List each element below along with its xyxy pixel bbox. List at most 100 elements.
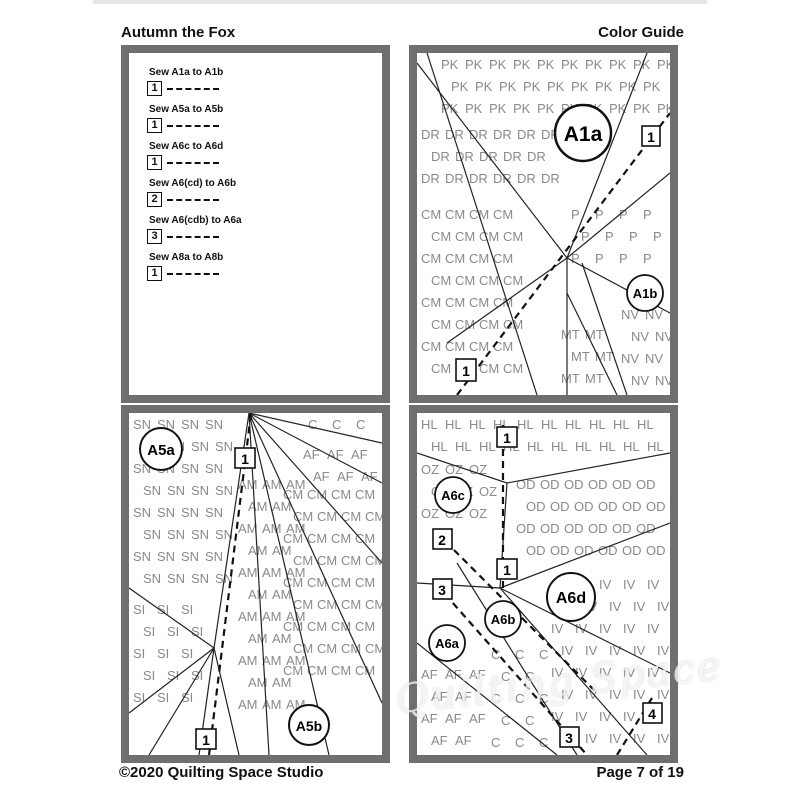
step-number: 2 [147, 192, 162, 207]
fabric-code-label: CM [493, 207, 513, 222]
fabric-code-label: PK [537, 101, 555, 116]
seam-marker: 3 [432, 578, 453, 600]
sewing-steps-list: Sew A1a to A1b 1 Sew A5a to A5b 1 Sew A6… [147, 67, 242, 289]
page-number: Page 7 of 19 [596, 764, 684, 781]
seam-dash [167, 87, 219, 90]
fabric-code-label: IV [561, 687, 574, 702]
fabric-code-label: IV [585, 731, 598, 746]
fabric-code-label: CM [445, 207, 465, 222]
fabric-code-label: PK [513, 57, 531, 72]
svg-text:A6d: A6d [556, 590, 586, 607]
fabric-code-label: CM [445, 339, 465, 354]
fabric-code-label: AM [272, 631, 292, 646]
fabric-code-label: SN [181, 505, 199, 520]
fabric-code-label: IV [561, 643, 574, 658]
fabric-code-label: CM [421, 207, 441, 222]
fabric-code-label: OZ [421, 462, 439, 477]
fabric-code-label: AF [445, 667, 462, 682]
fabric-code-label: OZ [479, 484, 497, 499]
svg-text:1: 1 [503, 430, 511, 446]
fabric-code-label: SI [191, 624, 203, 639]
fabric-code-label: PK [571, 79, 589, 94]
fabric-code-label: C [539, 647, 548, 662]
fabric-code-label: HL [575, 439, 592, 454]
fabric-code-label: CM [307, 575, 327, 590]
fabric-code-label: CM [469, 251, 489, 266]
fabric-code-label: AM [238, 565, 258, 580]
fabric-code-label: P [571, 251, 580, 266]
svg-text:A6c: A6c [441, 488, 465, 503]
fabric-code-label: NV [645, 351, 663, 366]
fabric-code-label: SN [181, 461, 199, 476]
seam-dash [167, 272, 219, 275]
seam-marker: 1 [641, 125, 661, 147]
fabric-code-label: SN [205, 461, 223, 476]
piece-lines [417, 452, 670, 755]
fabric-code-label: SI [157, 646, 169, 661]
fabric-code-label: CM [293, 597, 313, 612]
fabric-code-label: CM [283, 663, 303, 678]
fabric-code-label: PK [547, 79, 565, 94]
fabric-code-label: CM [307, 531, 327, 546]
fabric-code-label: OD [612, 477, 632, 492]
fabric-code-label: PK [441, 57, 459, 72]
fabric-code-label: C [491, 691, 500, 706]
fabric-code-label: HL [623, 439, 640, 454]
seam-marker: 1 [195, 728, 217, 750]
guide-label: Color Guide [598, 24, 684, 41]
step-number: 1 [147, 266, 162, 281]
fabric-code-label: AM [238, 653, 258, 668]
fabric-code-label: CM [503, 229, 523, 244]
fabric-code-label: NV [631, 329, 649, 344]
section-a1-diagram: PKPKPKPKPKPKPKPKPKPKPKPKPKPKPKPKPKPKPKPK… [417, 53, 670, 395]
fabric-code-label: AF [445, 711, 462, 726]
fabric-code-label: HL [479, 439, 496, 454]
fabric-code-label: OD [612, 521, 632, 536]
svg-text:1: 1 [647, 129, 655, 145]
fabric-code-label: CM [365, 509, 382, 524]
fabric-code-label: CM [317, 553, 337, 568]
piece-lines [129, 413, 382, 755]
fabric-code-label: CM [479, 317, 499, 332]
piece-badge: A1b [626, 274, 664, 312]
fabric-code-label: IV [633, 643, 646, 658]
fabric-code-label: CM [355, 575, 375, 590]
fabric-code-label: P [581, 229, 590, 244]
fabric-code-label: P [619, 207, 628, 222]
fabric-code-label: SN [133, 505, 151, 520]
seam-line [436, 584, 588, 755]
fabric-code-label: CM [331, 575, 351, 590]
step-label: Sew A5a to A5b [149, 104, 224, 115]
fabric-code-label: CM [341, 553, 361, 568]
fabric-code-label: CM [445, 295, 465, 310]
fabric-code-label: CM [479, 229, 499, 244]
fabric-code-label: C [491, 735, 500, 750]
fabric-code-label: DR [445, 171, 464, 186]
fabric-code-label: CM [365, 597, 382, 612]
fabric-code-label: IV [599, 709, 612, 724]
piece-badge: A5a [139, 427, 183, 471]
fabric-code-label: SN [133, 417, 151, 432]
fabric-code-label: IV [551, 665, 564, 680]
fabric-code-label: OD [516, 521, 536, 536]
fabric-code-label: CM [421, 251, 441, 266]
sewing-step: Sew A6(cd) to A6b 2 [147, 178, 242, 207]
copyright-text: ©2020 Quilting Space Studio [119, 764, 324, 781]
fabric-code-label: SI [157, 690, 169, 705]
fabric-code-label: IV [575, 709, 588, 724]
fabric-code-label: AM [248, 631, 268, 646]
fabric-code-label: CM [307, 619, 327, 634]
fabric-code-label: HL [613, 417, 630, 432]
fabric-code-label: PK [657, 101, 670, 116]
fabric-code-label: SN [167, 483, 185, 498]
fabric-code-label: SI [133, 690, 145, 705]
fabric-code-label: CM [307, 487, 327, 502]
fabric-code-label: AM [286, 653, 306, 668]
